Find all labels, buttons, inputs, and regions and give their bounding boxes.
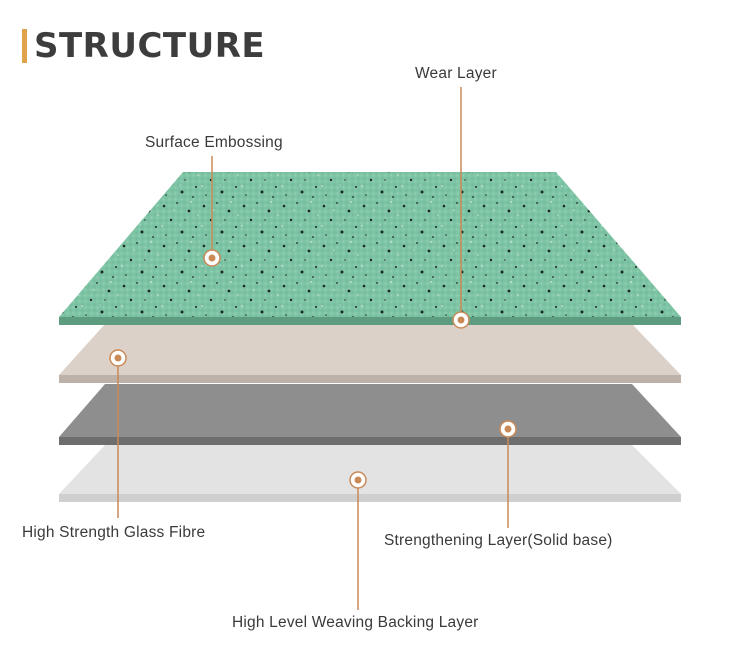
backing-label: High Level Weaving Backing Layer — [232, 614, 479, 631]
surface-embossing-marker — [203, 249, 221, 267]
surface-embossing-label: Surface Embossing — [145, 134, 283, 151]
glass-fibre-label: High Strength Glass Fibre — [22, 524, 206, 541]
glass-fibre-layer — [59, 324, 681, 383]
wear-layer-marker — [452, 311, 470, 329]
wear-layer — [59, 172, 681, 325]
leader-markers — [109, 249, 517, 489]
strengthening-marker — [499, 420, 517, 438]
title-accent-bar — [22, 29, 27, 63]
backing-marker — [349, 471, 367, 489]
strengthening-label: Strengthening Layer(Solid base) — [384, 532, 613, 549]
backing-layer — [59, 445, 681, 502]
glass-fibre-marker — [109, 349, 127, 367]
strengthening-layer — [59, 384, 681, 445]
page-title: STRUCTURE — [34, 26, 266, 66]
wear-layer-label: Wear Layer — [415, 65, 497, 82]
